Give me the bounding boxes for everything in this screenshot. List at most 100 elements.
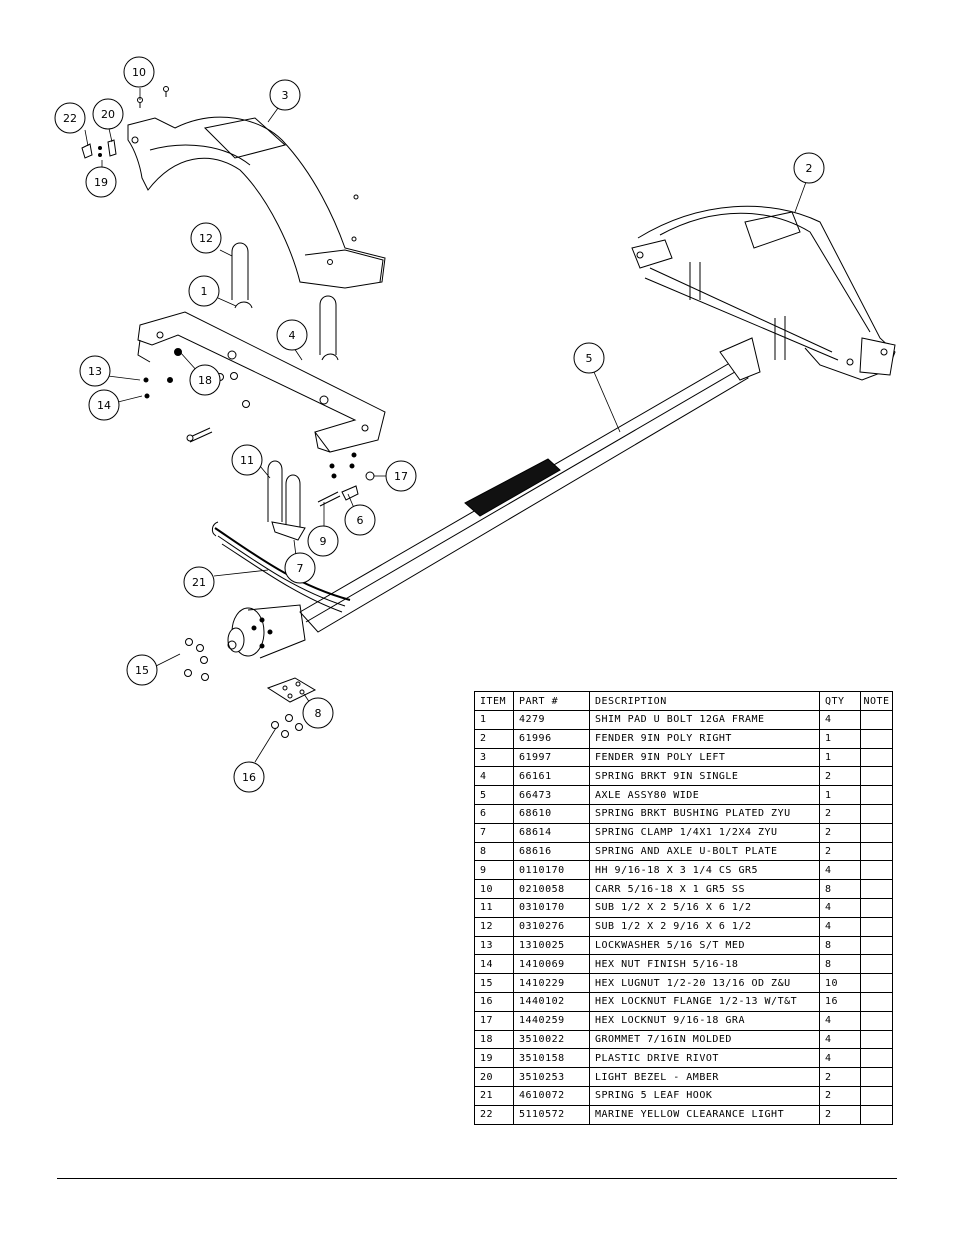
bom-cell-qty: 2 — [819, 766, 861, 787]
bom-cell-item: 18 — [474, 1029, 514, 1050]
bom-cell-qty: 1 — [819, 728, 861, 749]
bom-header-description: DESCRIPTION — [589, 691, 820, 711]
callout-13: 13 — [88, 365, 102, 378]
bom-cell-note — [860, 728, 893, 749]
bom-cell-note — [860, 860, 893, 881]
bom-cell-part: 3510253 — [513, 1067, 590, 1087]
bom-header-row: ITEM PART # DESCRIPTION QTY NOTE — [474, 691, 893, 711]
bom-cell-item: 17 — [474, 1010, 514, 1031]
bom-cell-part: 0310276 — [513, 916, 590, 937]
bom-cell-part: 68616 — [513, 841, 590, 862]
bom-cell-description: MARINE YELLOW CLEARANCE LIGHT — [589, 1104, 820, 1125]
bom-cell-description: SUB 1/2 X 2 9/16 X 6 1/2 — [589, 916, 820, 937]
bom-cell-qty: 4 — [819, 897, 861, 918]
bom-cell-note — [860, 879, 893, 899]
callout-19: 19 — [94, 176, 108, 189]
bom-cell-qty: 2 — [819, 841, 861, 862]
bom-cell-note — [860, 766, 893, 787]
callout-17: 17 — [394, 470, 408, 483]
bom-cell-note — [860, 916, 893, 937]
bom-cell-note — [860, 1029, 893, 1050]
bom-cell-note — [860, 822, 893, 843]
bom-cell-qty: 4 — [819, 710, 861, 730]
callout-balloons: 10 22 20 19 3 2 12 1 4 5 13 18 14 11 17 … — [54, 56, 825, 793]
bom-cell-description: HEX NUT FINISH 5/16-18 — [589, 954, 820, 975]
callout-7: 7 — [297, 562, 304, 575]
bom-cell-description: PLASTIC DRIVE RIVOT — [589, 1048, 820, 1069]
bom-cell-item: 14 — [474, 954, 514, 975]
bom-cell-qty: 2 — [819, 1104, 861, 1125]
bom-cell-qty: 4 — [819, 1048, 861, 1069]
bom-cell-item: 22 — [474, 1104, 514, 1125]
u-bolts — [231, 242, 339, 541]
bom-cell-description: FENDER 9IN POLY RIGHT — [589, 728, 820, 749]
bom-cell-part: 61996 — [513, 728, 590, 749]
bom-cell-qty: 4 — [819, 1029, 861, 1050]
bom-cell-item: 5 — [474, 785, 514, 805]
callout-2: 2 — [806, 162, 813, 175]
bom-cell-qty: 4 — [819, 916, 861, 937]
bom-cell-description: FENDER 9IN POLY LEFT — [589, 747, 820, 768]
bom-cell-item: 9 — [474, 860, 514, 881]
bom-cell-description: SPRING AND AXLE U-BOLT PLATE — [589, 841, 820, 862]
bom-cell-note — [860, 991, 893, 1012]
callout-14: 14 — [97, 399, 111, 412]
bom-cell-item: 2 — [474, 728, 514, 749]
bom-cell-note — [860, 710, 893, 730]
bom-cell-part: 4279 — [513, 710, 590, 730]
callout-6: 6 — [357, 514, 364, 527]
bom-cell-item: 19 — [474, 1048, 514, 1069]
bom-cell-item: 21 — [474, 1085, 514, 1106]
callout-16: 16 — [242, 771, 256, 784]
bom-cell-description: SPRING BRKT BUSHING PLATED ZYU — [589, 803, 820, 824]
bom-header-part: PART # — [513, 691, 590, 711]
bom-cell-part: 3510158 — [513, 1048, 590, 1069]
bom-cell-note — [860, 1010, 893, 1031]
bom-cell-item: 11 — [474, 897, 514, 918]
bom-cell-note — [860, 1085, 893, 1106]
bom-cell-item: 16 — [474, 991, 514, 1012]
callout-18: 18 — [198, 374, 212, 387]
bom-cell-note — [860, 1104, 893, 1125]
bom-cell-qty: 8 — [819, 935, 861, 956]
bom-header-note: NOTE — [860, 691, 893, 711]
bom-cell-qty: 16 — [819, 991, 861, 1012]
bom-cell-item: 6 — [474, 803, 514, 824]
bom-cell-note — [860, 1048, 893, 1069]
bom-cell-qty: 2 — [819, 822, 861, 843]
bom-cell-note — [860, 785, 893, 805]
bom-cell-part: 66161 — [513, 766, 590, 787]
bom-cell-part: 1310025 — [513, 935, 590, 956]
spring-bracket-frame — [137, 311, 386, 453]
footer-rule — [57, 1178, 897, 1179]
bom-cell-part: 4610072 — [513, 1085, 590, 1106]
callout-9: 9 — [320, 535, 327, 548]
bom-cell-description: SHIM PAD U BOLT 12GA FRAME — [589, 710, 820, 730]
bom-cell-description: GROMMET 7/16IN MOLDED — [589, 1029, 820, 1050]
bom-cell-description: HH 9/16-18 X 3 1/4 CS GR5 — [589, 860, 820, 881]
bom-cell-part: 1410229 — [513, 973, 590, 993]
bom-cell-note — [860, 841, 893, 862]
callout-8: 8 — [315, 707, 322, 720]
bom-cell-note — [860, 973, 893, 993]
leader-lines — [84, 88, 807, 763]
bom-cell-qty: 8 — [819, 879, 861, 899]
bom-cell-part: 0210058 — [513, 879, 590, 899]
bom-cell-note — [860, 1067, 893, 1087]
bom-cell-qty: 8 — [819, 954, 861, 975]
bom-cell-description: SPRING CLAMP 1/4X1 1/2X4 ZYU — [589, 822, 820, 843]
